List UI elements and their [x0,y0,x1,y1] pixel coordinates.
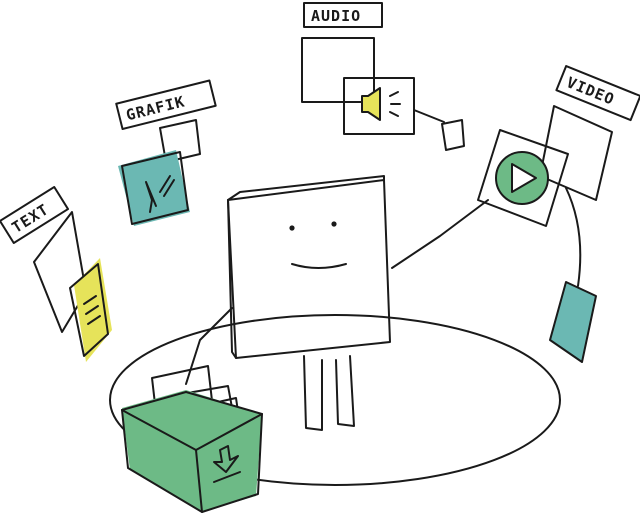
video-group: VIDEO [477,65,640,363]
video-teal-sheet [549,281,597,363]
audio-label [303,2,383,28]
speaker-icon [361,87,401,121]
audio-card-front [343,77,415,135]
character-arm-right [391,199,489,269]
text-label: TEXT [0,186,70,244]
pencil-picture-icon [118,150,190,226]
grafik-group: GRAFIK [115,79,217,226]
text-paper-back [33,211,87,333]
text-label-text: TEXT [9,200,53,237]
character-eye-left [289,225,295,231]
grafik-label: GRAFIK [115,79,217,130]
audio-card-back [301,37,375,103]
character-mouth [291,263,347,269]
video-card-back [539,105,613,201]
audio-group: AUDIO [301,2,465,151]
video-string [565,187,582,287]
audio-small-card [441,119,465,151]
character-body [227,179,391,359]
audio-label-text: AUDIO [311,7,361,25]
ground-ellipse [109,314,561,486]
audio-connector [413,109,445,123]
download-box-icon [121,365,263,513]
grafik-label-text: GRAFIK [124,92,187,124]
text-group: TEXT [0,186,112,362]
character [185,175,489,431]
video-card-front [477,129,569,227]
character-eye-right [331,221,337,227]
document-icon [69,258,112,362]
grafik-card [159,119,201,163]
play-icon [495,151,549,205]
